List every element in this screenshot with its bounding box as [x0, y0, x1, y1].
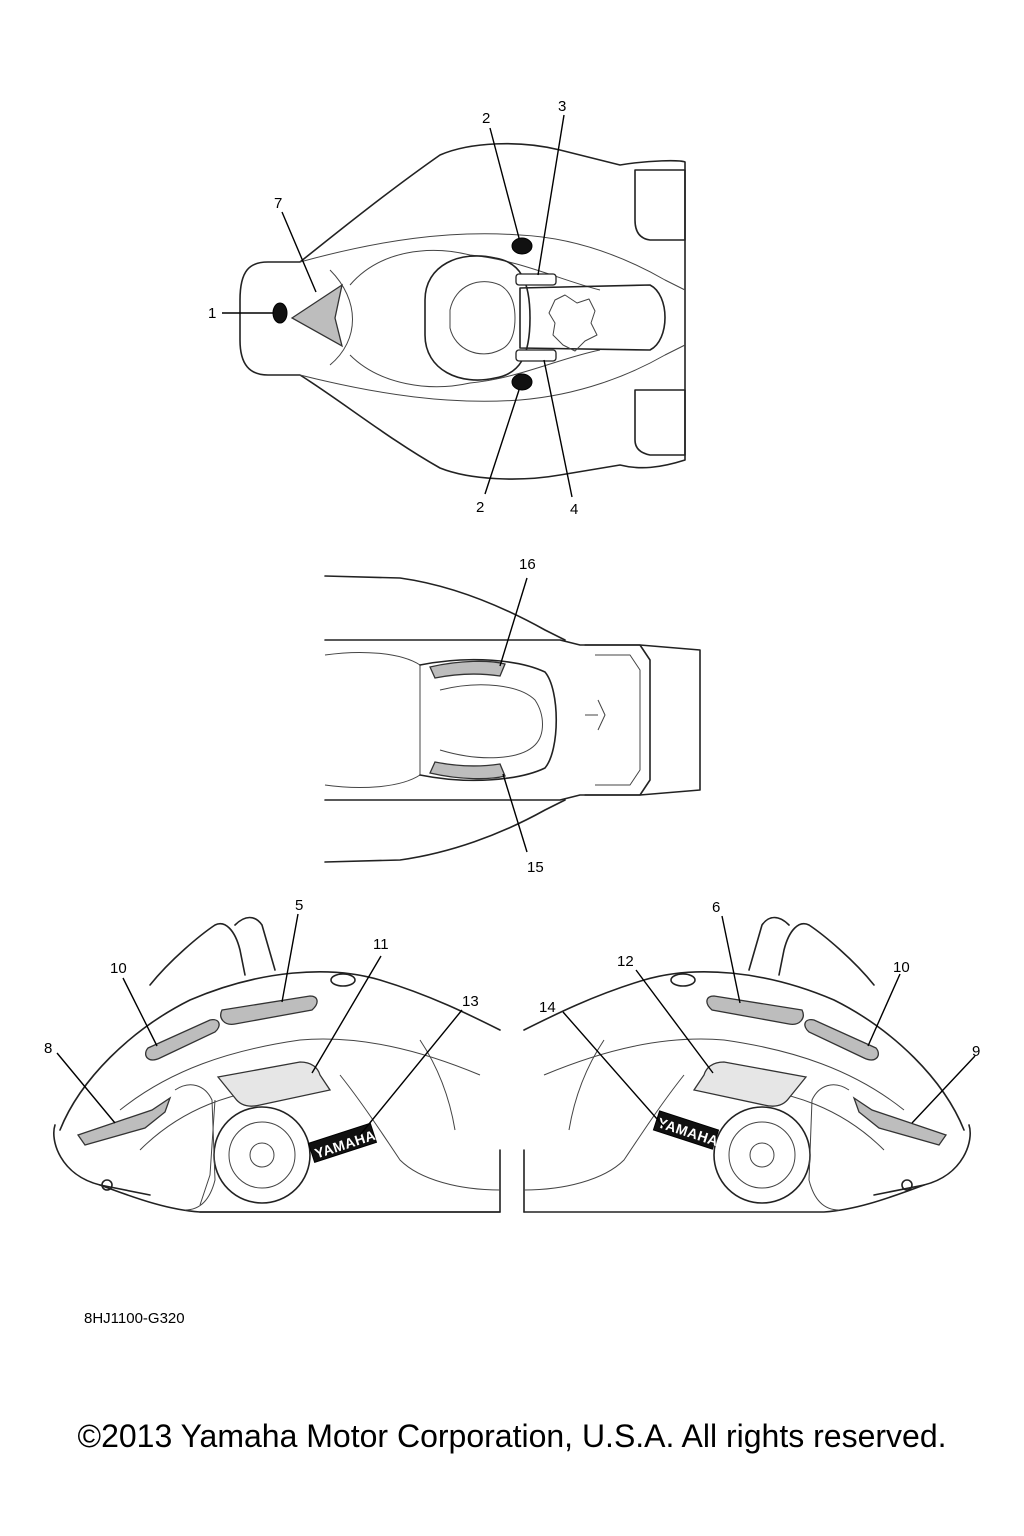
right-side-view: YAMAHA 6 12 14 10 9: [523, 899, 980, 1213]
decal-13-logo: [307, 1122, 378, 1164]
callout-13: 13: [462, 993, 479, 1010]
decal-8-stripe: [76, 1096, 172, 1146]
callout-1: 1: [208, 305, 216, 322]
callout-9: 9: [972, 1043, 980, 1060]
decal-4-label: [515, 349, 557, 362]
decal-10-stripe-right: [804, 1019, 879, 1061]
decal-14-yamaha-text: YAMAHA: [656, 1114, 721, 1149]
left-side-view: YAMAHA 5 11 13 10 8: [44, 897, 501, 1213]
callout-14: 14: [539, 999, 556, 1016]
decal-10-stripe-left: [145, 1019, 220, 1061]
decal-14-logo: [652, 1110, 720, 1150]
callout-8: 8: [44, 1040, 52, 1057]
callout-15: 15: [527, 859, 544, 876]
decal-11-panel: [216, 1061, 332, 1107]
callout-7: 7: [274, 195, 282, 212]
callout-6: 6: [712, 899, 720, 916]
decal-1-emblem: [272, 302, 288, 324]
decal-2-emblem-lower: [511, 373, 533, 391]
decal-15-stripe: [429, 761, 506, 780]
callout-2-upper: 2: [482, 110, 490, 127]
decal-12-panel: [692, 1061, 808, 1107]
decal-7-chevron: [290, 283, 343, 348]
callout-12: 12: [617, 953, 634, 970]
callout-10-left: 10: [110, 960, 127, 977]
stern-view: 16 15: [324, 556, 701, 876]
callout-16: 16: [519, 556, 536, 573]
diagram-code: 8HJ1100-G320: [84, 1310, 185, 1327]
decal-9-stripe: [852, 1096, 948, 1146]
callout-4: 4: [570, 501, 578, 518]
callout-5: 5: [295, 897, 303, 914]
decal-5-stripe: [220, 995, 318, 1025]
top-view: 1 7 2 3 2 4: [208, 98, 686, 518]
callout-10-right: 10: [893, 959, 910, 976]
decal-2-emblem-upper: [511, 237, 533, 255]
callout-3: 3: [558, 98, 566, 115]
callout-11: 11: [373, 936, 389, 953]
decal-6-stripe: [706, 995, 804, 1025]
decal-3-label: [515, 273, 557, 286]
copyright-notice: ©2013 Yamaha Motor Corporation, U.S.A. A…: [77, 1418, 947, 1454]
decal-16-stripe: [429, 660, 506, 679]
callout-2-lower: 2: [476, 499, 484, 516]
